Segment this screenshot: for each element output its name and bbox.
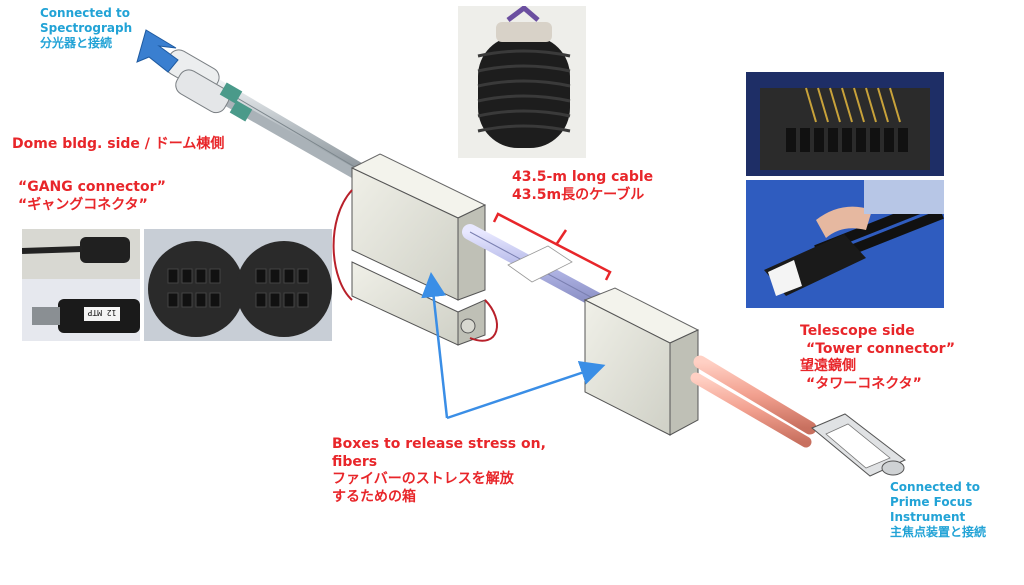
stress-boxes-label-jp-1: ファイバーのストレスを解放	[332, 471, 514, 487]
stress-boxes-label-en-1: Boxes to release stress on,	[332, 436, 546, 452]
tower-connector	[811, 413, 906, 477]
spectrograph-label-jp: 分光器と接続	[40, 36, 113, 50]
coiled-cable-photo	[458, 6, 586, 158]
pfi-label-en-1: Connected to	[890, 480, 981, 494]
gang-connector-label-en: “GANG connector”	[18, 179, 166, 195]
dome-side-label: Dome bldg. side / ドーム棟側	[12, 136, 225, 152]
gang-connector-plugs	[165, 49, 253, 122]
telescope-side-label-en: Telescope side	[800, 323, 915, 339]
pfi-label: Connected to Prime Focus Instrument 主焦点装…	[890, 480, 986, 540]
box-pointer-arrows	[421, 272, 606, 420]
tower-connector-label-en: “Tower connector”	[806, 340, 956, 357]
gang-connector-label-jp: “ギャングコネクタ”	[18, 196, 148, 213]
coiled-cable-image	[458, 6, 586, 158]
gang-connector-image-2	[144, 229, 332, 341]
tower-side-cables	[690, 355, 817, 448]
tower-connector-label-jp: “タワーコネクタ”	[806, 375, 922, 392]
long-cable	[462, 224, 608, 310]
stress-boxes-label-en-2: fibers	[332, 453, 378, 470]
tower-connector-image-1	[746, 72, 944, 176]
stress-boxes-label-jp-2: するための箱	[332, 488, 416, 505]
telescope-side-label: Telescope side “Tower connector” 望遠鏡側 “タ…	[772, 323, 955, 393]
tower-connector-photo-2	[746, 180, 944, 308]
spectrograph-label-en: Connected to Spectrograph	[40, 6, 133, 35]
connector-tag: 12 MTP	[87, 308, 116, 317]
tower-connector-photo-1	[746, 72, 944, 176]
cable-length-label-en: 43.5-m long cable	[512, 169, 654, 185]
gang-connector-label: “GANG connector” “ギャングコネクタ”	[18, 179, 166, 214]
cable-length-label: 43.5-m long cable 43.5m長のケーブル	[512, 169, 653, 204]
tower-connector-image-2	[746, 180, 944, 308]
spectrograph-arrow	[136, 29, 179, 73]
cable-length-bracket	[492, 212, 612, 281]
gang-connector-photo-2	[144, 229, 332, 341]
gang-connector-image-1: 12 MTP	[22, 229, 140, 341]
spectrograph-label: Connected to Spectrograph 分光器と接続	[40, 6, 132, 51]
cable-length-label-jp: 43.5m長のケーブル	[512, 186, 645, 203]
telescope-side-label-jp: 望遠鏡側	[800, 358, 856, 374]
dome-stress-box	[332, 153, 498, 346]
pfi-label-jp: 主焦点装置と接続	[890, 525, 987, 539]
stress-boxes-label: Boxes to release stress on, fibers ファイバー…	[332, 436, 546, 506]
tower-stress-box	[583, 287, 700, 436]
pfi-label-en-3: Instrument	[890, 510, 966, 524]
pfi-label-en-2: Prime Focus	[890, 495, 973, 509]
gang-connector-photo-1: 12 MTP	[22, 229, 140, 341]
